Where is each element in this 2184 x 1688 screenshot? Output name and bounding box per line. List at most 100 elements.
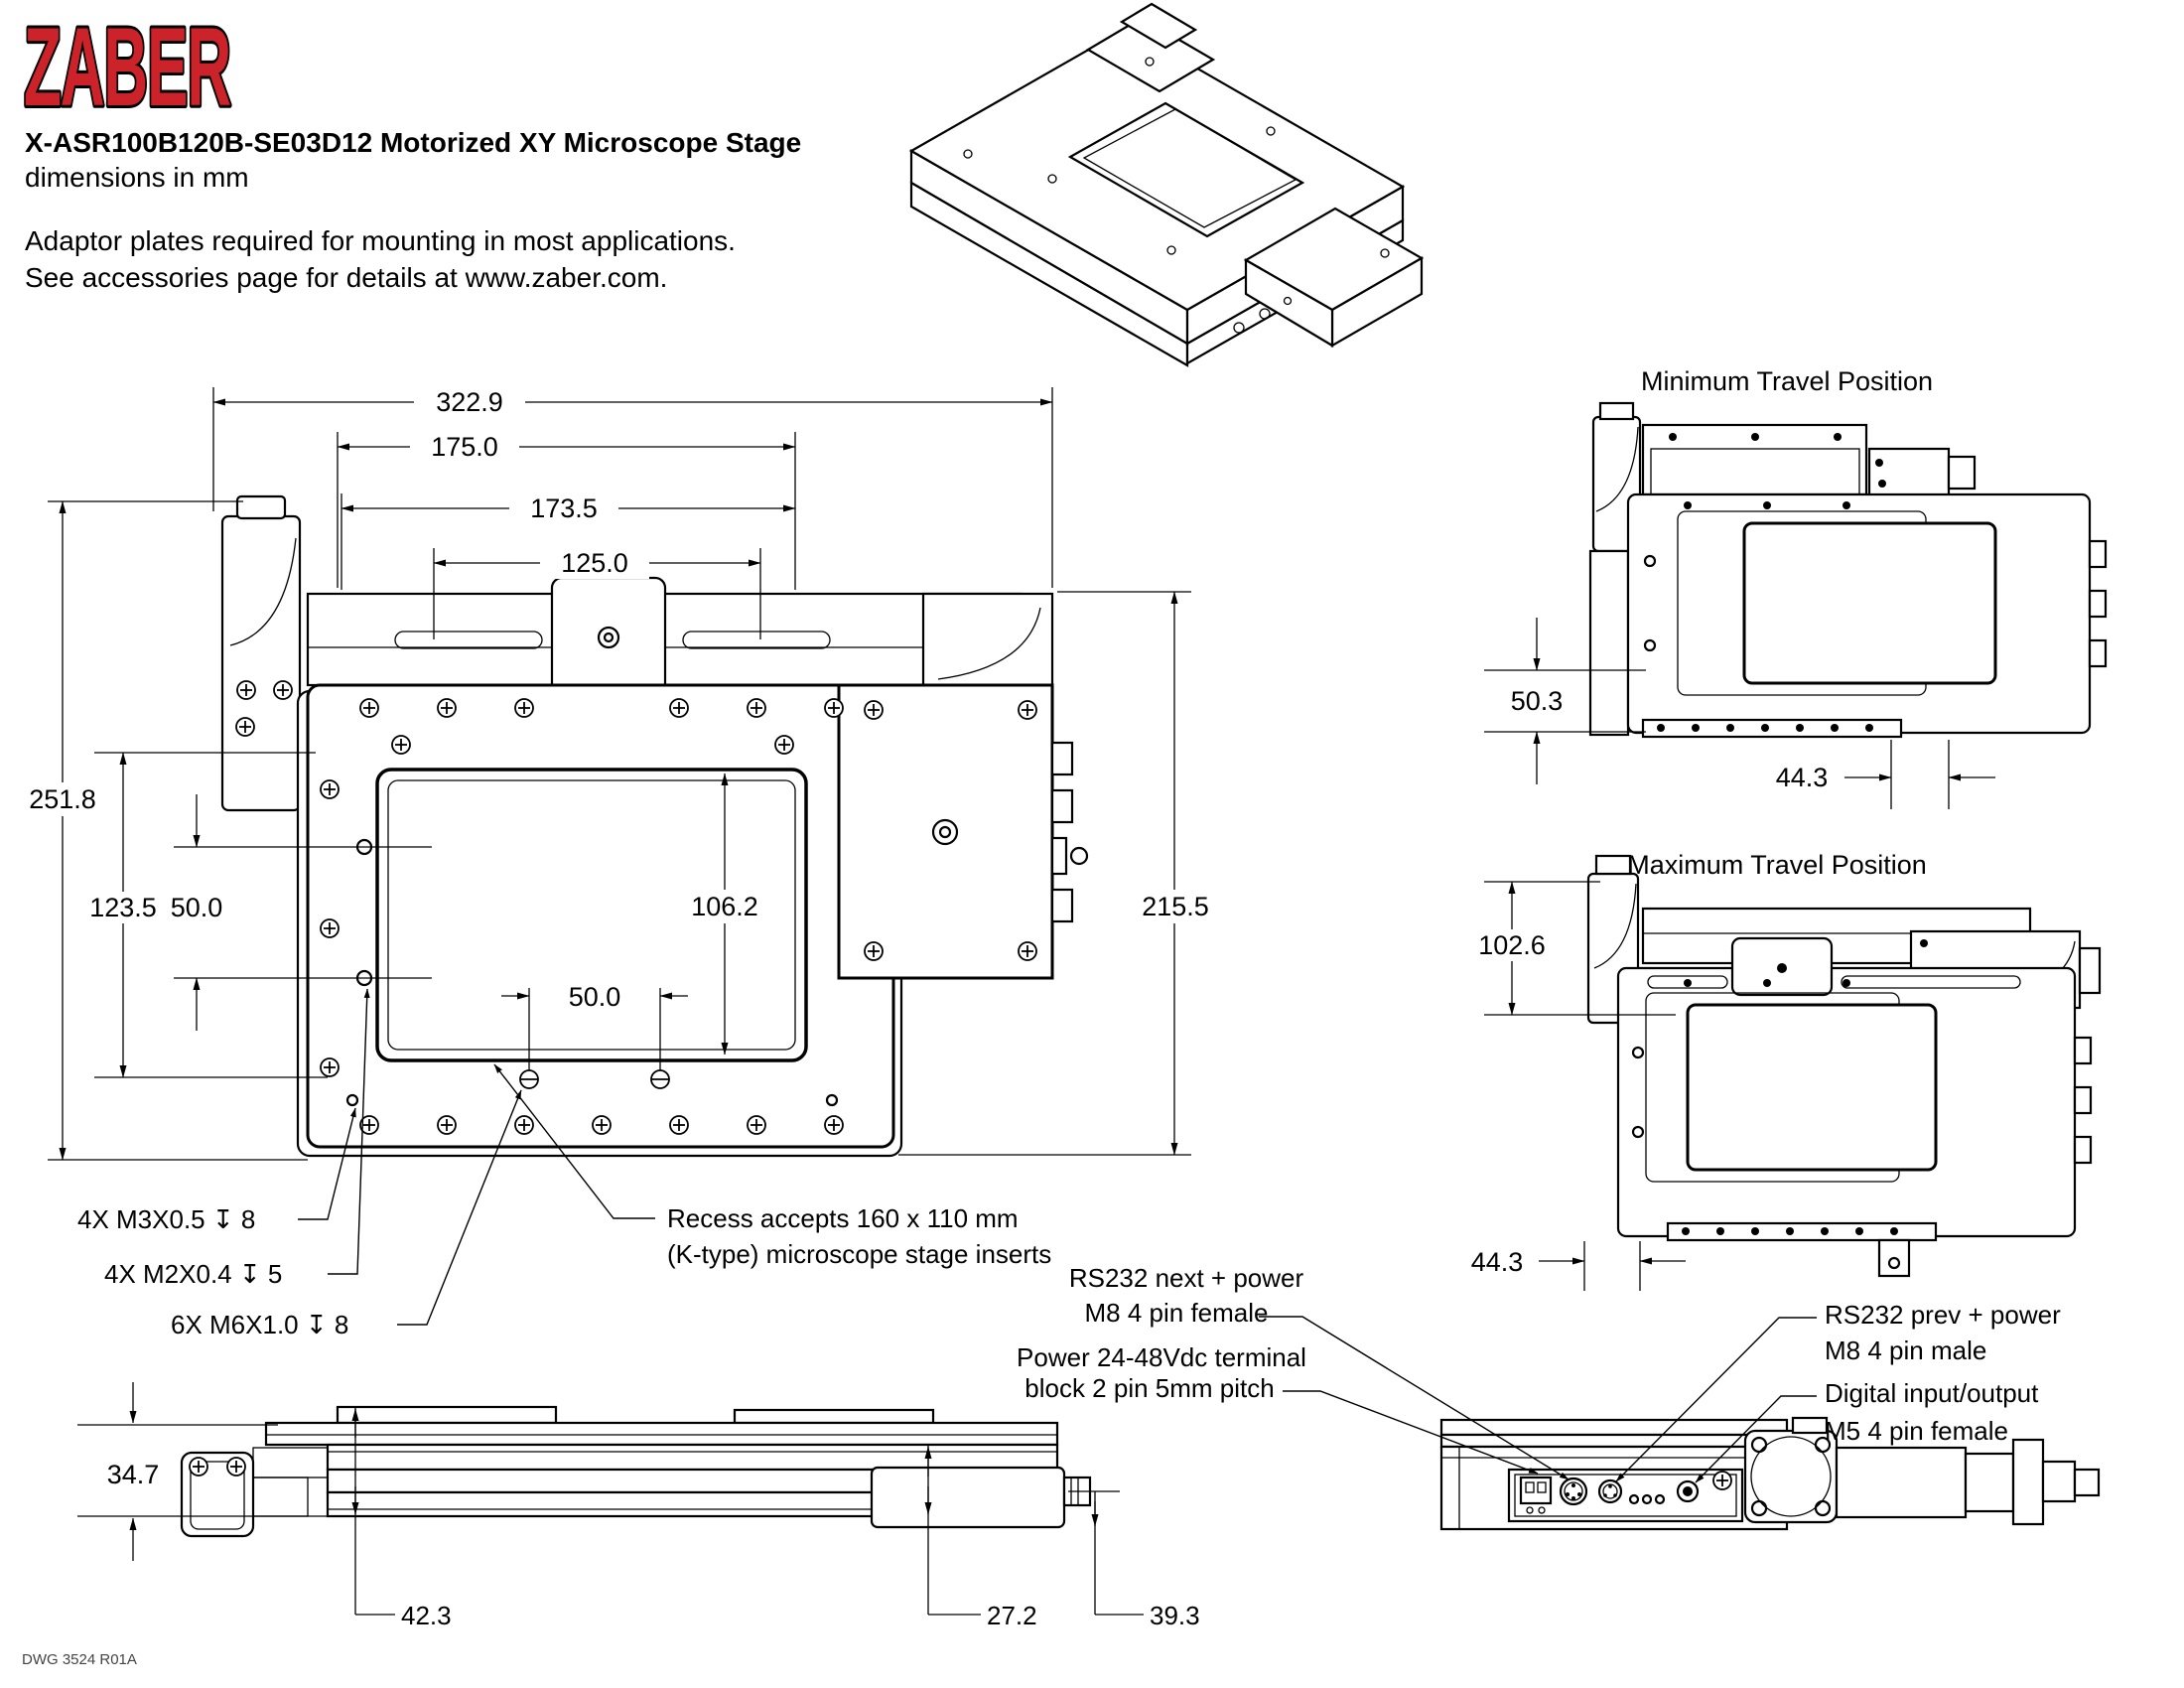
motor-assembly [1743,1416,2101,1526]
dim-right-overall-height: 215.5 [1142,892,1209,921]
hole-icon [1750,1499,1768,1517]
header: ZABER X-ASR100B120B-SE03D12 Motorized XY… [21,2,801,293]
hole-icon [1834,433,1842,441]
hole-icon [1751,1227,1759,1235]
hole-icon [1843,501,1850,509]
hole-icon [1716,1227,1724,1235]
drawing-line [79,892,167,923]
hole-icon [1683,1486,1693,1496]
isometric-view [908,2,1425,367]
page-title: X-ASR100B120B-SE03D12 Motorized XY Micro… [25,127,801,158]
screw-icon [359,698,379,718]
dwg-number: DWG 3524 R01A [22,1651,137,1668]
plan-view: 322.9 175.0 173.5 125.0 251.8 12 [17,385,1224,1339]
screw-icon [774,735,794,755]
connector-labels: RS232 next + power M8 4 pin female Power… [1017,1263,2061,1483]
drawing-line [540,547,649,579]
min-travel-horizontal-dim: 44.3 [1776,763,1829,792]
drawing-line [1525,1481,1535,1493]
hole-icon [1814,1436,1832,1454]
drawing-line [414,385,525,419]
drawing-line [682,631,831,649]
drawing-line [2078,946,2102,995]
label-dio-line1: Digital input/output [1825,1378,2039,1408]
drawing-line [159,892,234,923]
drawing-line [2041,1460,2077,1503]
hole-icon [1283,296,1293,306]
hole-icon [1831,724,1839,732]
screw-icon [519,1069,539,1089]
drawing-line [1067,101,1305,238]
drawing-line [1615,1317,1817,1482]
hole-icon [1796,724,1804,732]
drawing-line [2073,1036,2093,1065]
terminal-block-connector [1519,1476,1553,1514]
drawing-line [1598,401,1635,421]
drawing-line [837,683,1054,980]
screw-icon [669,1115,689,1135]
screw-icon [235,717,255,737]
max-travel-dimensions: 102.6 44.3 [1462,881,1686,1291]
drawing-line [678,890,771,923]
hole-icon [597,626,620,649]
drawing-line [1835,1446,1968,1519]
dim-top-width-outer: 175.0 [431,432,498,462]
max-travel-title: Maximum Travel Position [1627,850,1927,880]
note-line-1: Adaptor plates required for mounting in … [25,225,736,256]
hole-icon [1571,1496,1575,1500]
drawing-line [937,607,1041,680]
hole-icon [1843,979,1850,987]
drawing-line [1082,108,1297,228]
hole-icon [1259,308,1271,320]
label-dio-line2: M5 4 pin female [1825,1416,2008,1446]
min-travel-dimensions: 50.3 44.3 [1484,618,1995,809]
drawing-line [1439,1418,1789,1437]
hole-icon [1669,433,1677,441]
screw-icon [669,698,689,718]
hole-icon [1643,638,1657,652]
m8-male-connector [1597,1478,1623,1504]
drawing-line [1050,836,1068,876]
hole-icon [1597,1478,1623,1504]
drawing-line [2073,1085,2093,1115]
drawing-line [410,431,519,463]
drawing-line [1593,883,1637,969]
side-height-dim: 34.7 [107,1460,160,1489]
drawing-line [1507,1468,1744,1523]
screw-icon [747,1115,766,1135]
hole-icon [1763,501,1771,509]
drawing-line [1439,1433,1789,1449]
hole-icon [1145,57,1155,67]
label-rs232-prev-line1: RS232 prev + power [1825,1300,2061,1330]
drawing-line [1050,888,1074,923]
hole-icon [1875,459,1883,467]
hole-icon [1643,554,1657,568]
drawing-line [229,537,297,646]
drawing-line [2011,1438,2045,1526]
drawing-line [2073,1135,2093,1165]
drawing-line [1119,2,1198,50]
max-travel-horizontal-dim: 44.3 [1471,1247,1524,1277]
hole-icon [1166,245,1176,255]
drawing-line [921,592,1054,687]
drawing-line [493,1063,655,1219]
dim-aperture-height: 106.2 [691,892,758,921]
dim-overall-width: 322.9 [436,387,503,417]
drawing-line [336,1405,558,1425]
hole-icon [1821,1227,1829,1235]
drawing-line [375,768,808,1062]
screw-icon [592,1115,612,1135]
hole-icon [1526,1506,1534,1514]
drawing-line [397,1089,522,1326]
hole-icon [1380,248,1390,258]
screw-icon [189,1457,208,1477]
screw-icon [514,698,534,718]
min-travel-view: Minimum Travel Position 50.3 [1484,366,2108,809]
drawing-line [1439,1445,1789,1531]
hole-icon [1676,1479,1700,1503]
drawing-line [1283,1390,1539,1475]
screw-icon [1712,1471,1732,1490]
drawing-line [1594,854,1632,876]
drawing-line [1686,1003,1938,1172]
drawing-line [17,782,110,816]
